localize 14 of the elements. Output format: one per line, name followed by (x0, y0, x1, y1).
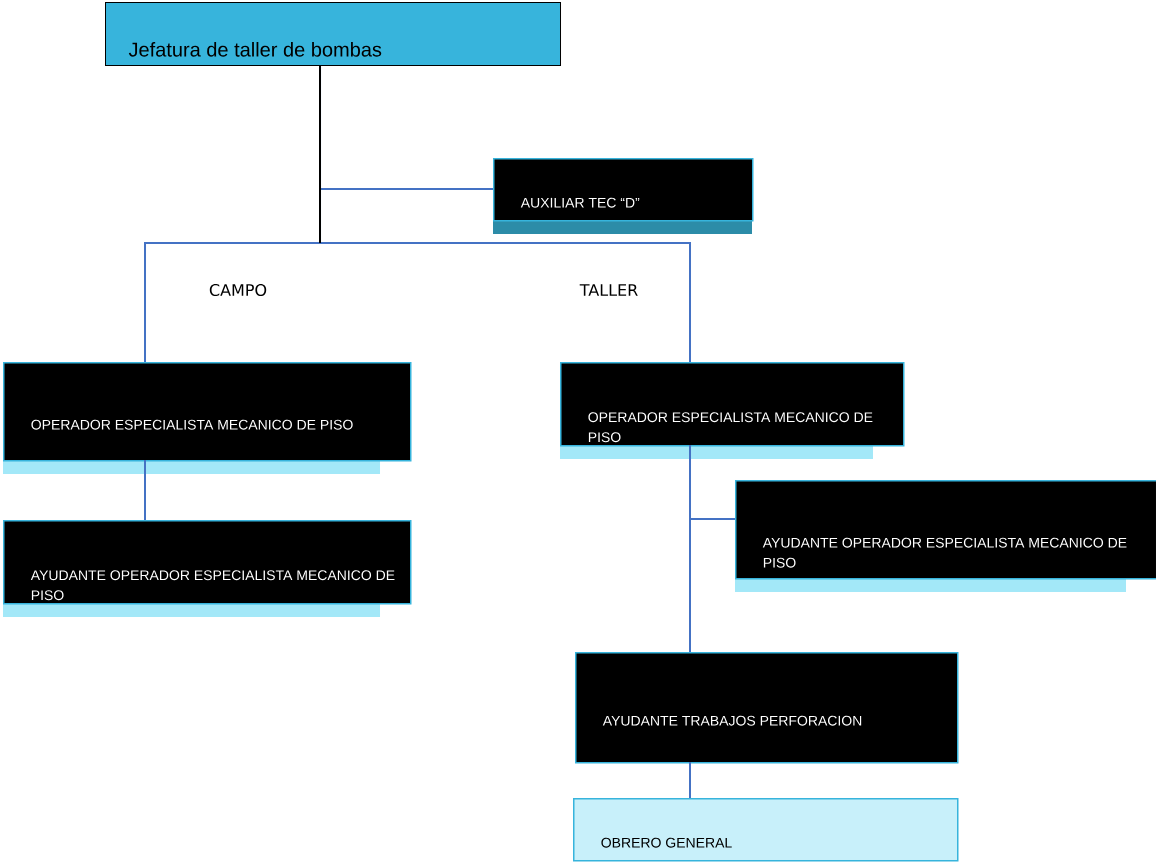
position-box: OPERADOR ESPECIALISTA MECANICO DE PISO (3, 362, 412, 474)
title-box: Jefatura de taller de bombas (105, 2, 561, 66)
position-box: AUXILIAR TEC “D” (493, 158, 754, 234)
connector-line (319, 64, 691, 363)
branch-label: CAMPO (209, 283, 267, 297)
position-box: OPERADOR ESPECIALISTA MECANICO DE PISO (560, 362, 905, 459)
position-box: AYUDANTE OPERADOR ESPECIALISTA MECANICO DE PISO (3, 520, 412, 617)
connector-line (689, 444, 691, 653)
position-box: OBRERO GENERAL (573, 798, 959, 862)
connector-line (144, 459, 146, 521)
position-box: AYUDANTE TRABAJOS PERFORACION (575, 652, 959, 764)
connector-line (689, 761, 691, 799)
position-box: AYUDANTE OPERADOR ESPECIALISTA MECANICO DE PISO (735, 480, 1156, 592)
branch-label: TALLER (579, 284, 638, 296)
